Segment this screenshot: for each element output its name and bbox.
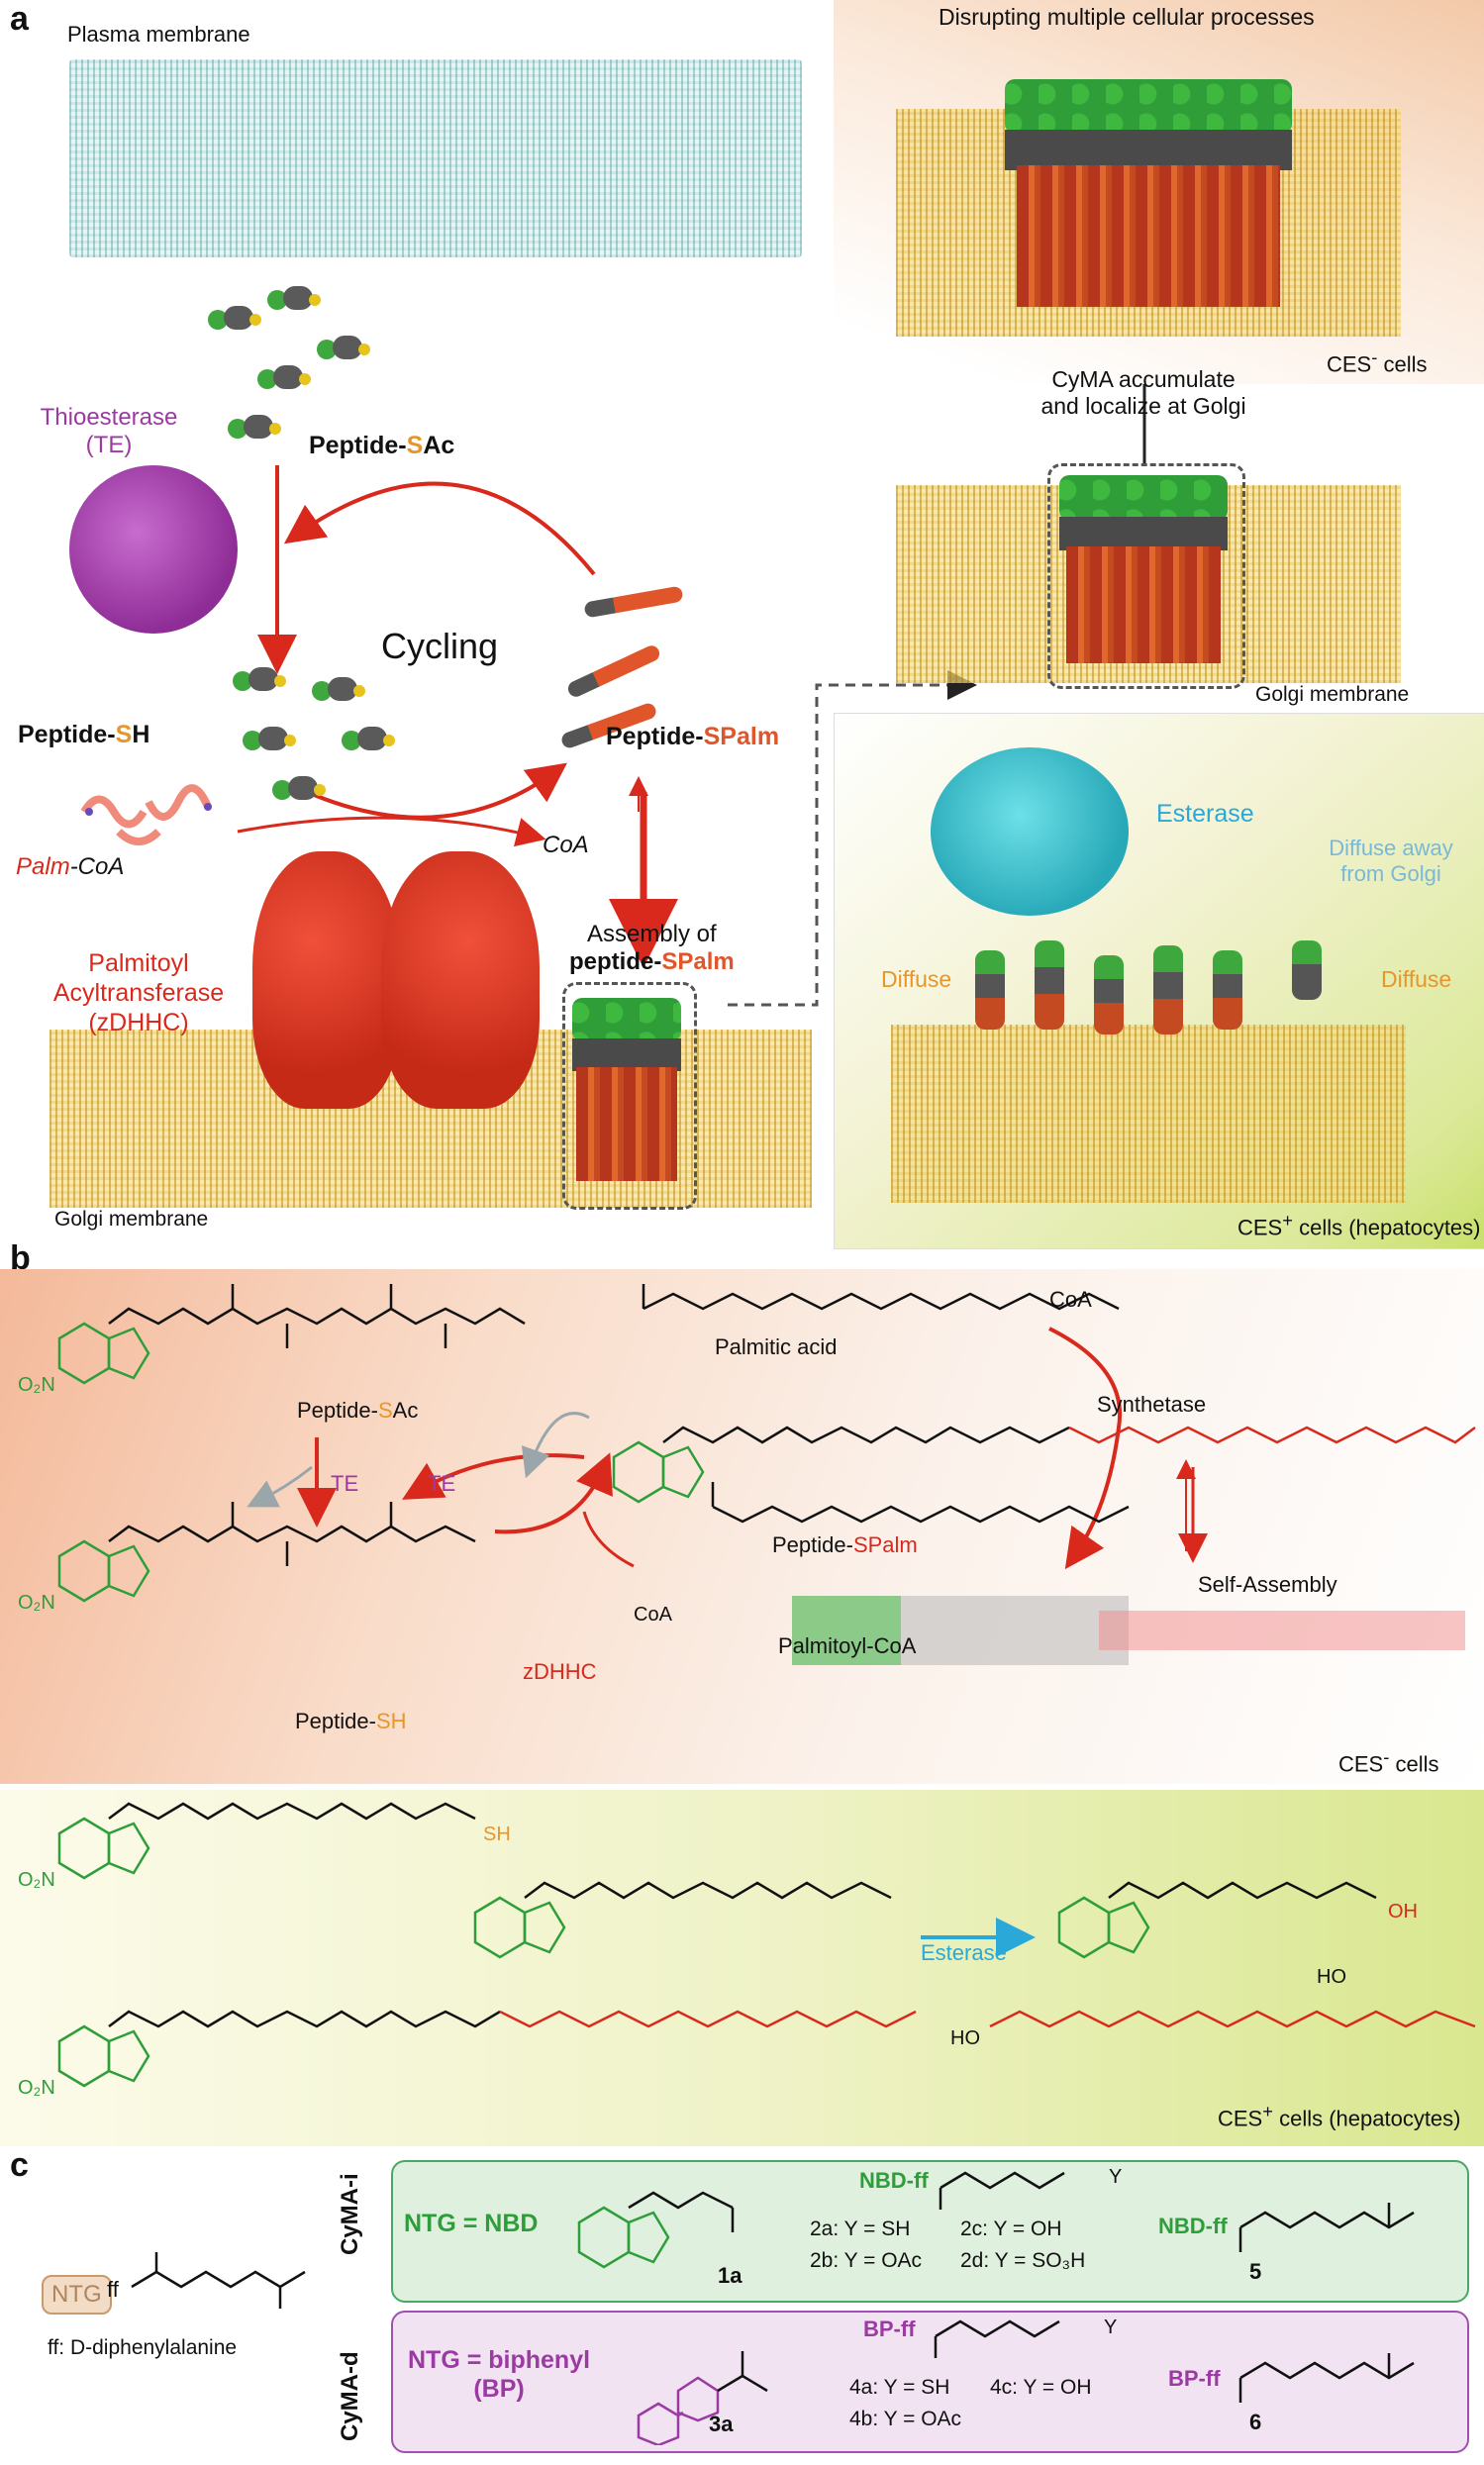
nbd-ff-ester <box>939 2171 1065 2210</box>
ho-label-palm: HO <box>950 2027 980 2049</box>
coa-label-b: CoA <box>1049 1287 1092 1312</box>
nbd-title: NTG = NBD <box>404 2210 539 2237</box>
diffuse-left-label: Diffuse <box>881 966 952 992</box>
ces-minus-cells-label-a: CES- cells <box>1327 346 1428 377</box>
compound-6: 6 <box>1249 2410 1262 2434</box>
golgi-membrane-left-label: Golgi membrane <box>54 1208 209 1231</box>
peptide-spalm-label-b: Peptide-SPalm <box>772 1532 918 1557</box>
oh-label-product: OH <box>1388 1901 1418 1923</box>
cyma-d-label: CyMA-d <box>337 2351 363 2441</box>
compound-1a: 1a <box>718 2263 742 2288</box>
peptide-spalm-label-a: Peptide-SPalm <box>606 723 780 750</box>
y-label-nbd: Y <box>1109 2166 1123 2188</box>
assembly-bundle-left <box>572 998 681 1181</box>
assembly-label: Assembly of peptide-SPalm <box>569 921 735 975</box>
synthetase-label: Synthetase <box>1097 1392 1207 1417</box>
compound-4b: 4b: Y = OAc <box>849 2408 962 2430</box>
thioesterase-label: Thioesterase (TE) <box>40 404 178 458</box>
palm-coa-label-a: Palm-CoA <box>16 853 125 880</box>
compound-2a: 2a: Y = SH <box>810 2218 911 2240</box>
cyma-i-label: CyMA-i <box>337 2173 363 2255</box>
compound-3a: 3a <box>709 2412 734 2436</box>
golgi-membrane-right-label: Golgi membrane <box>1255 683 1410 706</box>
golgi-membrane-ces-plus <box>891 1025 1406 1203</box>
compound-4a: 4a: Y = SH <box>849 2376 950 2399</box>
nbd-ff-label: NBD-ff <box>859 2168 929 2193</box>
bp-ff-label: BP-ff <box>863 2317 916 2341</box>
biphenyl-structure <box>637 2351 768 2445</box>
peptide-sh-cluster <box>233 663 431 812</box>
palmitic-acid-label: Palmitic acid <box>715 1334 838 1359</box>
plasma-membrane <box>69 59 802 257</box>
self-assembly-label: Self-Assembly <box>1198 1572 1337 1597</box>
compound-2c: 2c: Y = OH <box>960 2218 1062 2240</box>
esterase-label-a: Esterase <box>1156 800 1254 828</box>
compound-6-structure <box>1238 2353 1415 2403</box>
disrupting-label: Disrupting multiple cellular processes <box>939 4 1315 30</box>
thioesterase-protein <box>69 465 238 634</box>
nbd-structure <box>577 2191 735 2269</box>
assembly-dashed-box <box>562 982 697 1210</box>
released-peptides <box>975 940 1351 1069</box>
compound-5: 5 <box>1249 2259 1262 2284</box>
te-label-left: TE <box>331 1471 359 1496</box>
o2n-label-1: O₂N <box>18 1374 55 1396</box>
ces-plus-scheme-panel <box>0 1790 1484 2146</box>
coa-label-a: CoA <box>543 832 589 858</box>
cyma-bundle-ces-minus <box>1005 79 1292 307</box>
sh-label-ces-plus: SH <box>483 1824 511 1845</box>
peptide-sac-label-a: Peptide-SAc <box>309 432 455 459</box>
ces-minus-label-b: CES- cells <box>1338 1746 1439 1777</box>
compound-4c: 4c: Y = OH <box>990 2376 1092 2399</box>
ff-label: ff <box>107 2277 119 2302</box>
palm-coa-molecules <box>80 784 212 845</box>
o2n-label-4: O₂N <box>18 2077 55 2099</box>
diffuse-right-label: Diffuse <box>1381 966 1452 992</box>
diffuse-away-label: Diffuse away from Golgi <box>1329 836 1453 886</box>
ho-label-product: HO <box>1317 1966 1346 1988</box>
ff-definition: ff: D-diphenylalanine <box>48 2336 238 2359</box>
ces-plus-cells-label-a: CES+ cells (hepatocytes) <box>1237 1210 1481 1240</box>
plasma-membrane-label: Plasma membrane <box>67 22 250 47</box>
peptide-sh-label-a: Peptide-SH <box>18 721 150 748</box>
panel-letter-b: b <box>10 1239 31 1277</box>
o2n-label-3: O₂N <box>18 1869 55 1891</box>
y-label-bp: Y <box>1104 2317 1118 2338</box>
bp-ff-6-label: BP-ff <box>1168 2366 1221 2391</box>
pat-label: Palmitoyl Acyltransferase (zDHHC) <box>52 949 225 1036</box>
compound-2b: 2b: Y = OAc <box>810 2249 923 2272</box>
coa-s-label: CoA <box>634 1604 672 1626</box>
zdhhc-protein-left-lobe <box>252 851 401 1109</box>
compound-5-structure <box>1238 2203 1415 2252</box>
peptide-sac-label-b: Peptide-SAc <box>297 1398 419 1423</box>
zdhhc-protein-right-lobe <box>381 851 540 1109</box>
panel-letter-a: a <box>10 0 29 38</box>
esterase-label-b: Esterase <box>921 1940 1007 1965</box>
cyma-dashed-box-middle <box>1047 463 1245 689</box>
cyma-accumulate-label: CyMA accumulate and localize at Golgi <box>1040 366 1246 419</box>
o2n-label-2: O₂N <box>18 1592 55 1614</box>
cycling-label: Cycling <box>381 626 499 666</box>
compound-2d: 2d: Y = SO₃H <box>960 2249 1086 2272</box>
peptide-sh-label-b: Peptide-SH <box>295 1709 407 1733</box>
cyma-bundle-middle <box>1059 475 1228 663</box>
ntg-badge: NTG <box>42 2275 112 2315</box>
palmitoyl-coa-label: Palmitoyl-CoA <box>778 1633 917 1658</box>
bp-ff-ester <box>934 2319 1060 2358</box>
esterase-protein <box>931 747 1129 916</box>
peptide-sac-cluster <box>198 282 396 460</box>
scheme-b-drawing <box>57 1284 1476 2088</box>
cyma-d-box <box>391 2311 1469 2453</box>
zdhhc-label-b: zDHHC <box>523 1659 597 1684</box>
ntg-linker-structure <box>131 2252 306 2309</box>
ces-minus-scheme-panel <box>0 1269 1484 1784</box>
nbd-ff-5-label: NBD-ff <box>1158 2214 1228 2238</box>
cyma-i-box <box>391 2160 1469 2303</box>
bp-title: NTG = biphenyl (BP) <box>408 2346 591 2403</box>
panel-letter-c: c <box>10 2146 29 2184</box>
te-label-right: TE <box>428 1471 456 1496</box>
ces-plus-label-b: CES+ cells (hepatocytes) <box>1218 2101 1461 2131</box>
